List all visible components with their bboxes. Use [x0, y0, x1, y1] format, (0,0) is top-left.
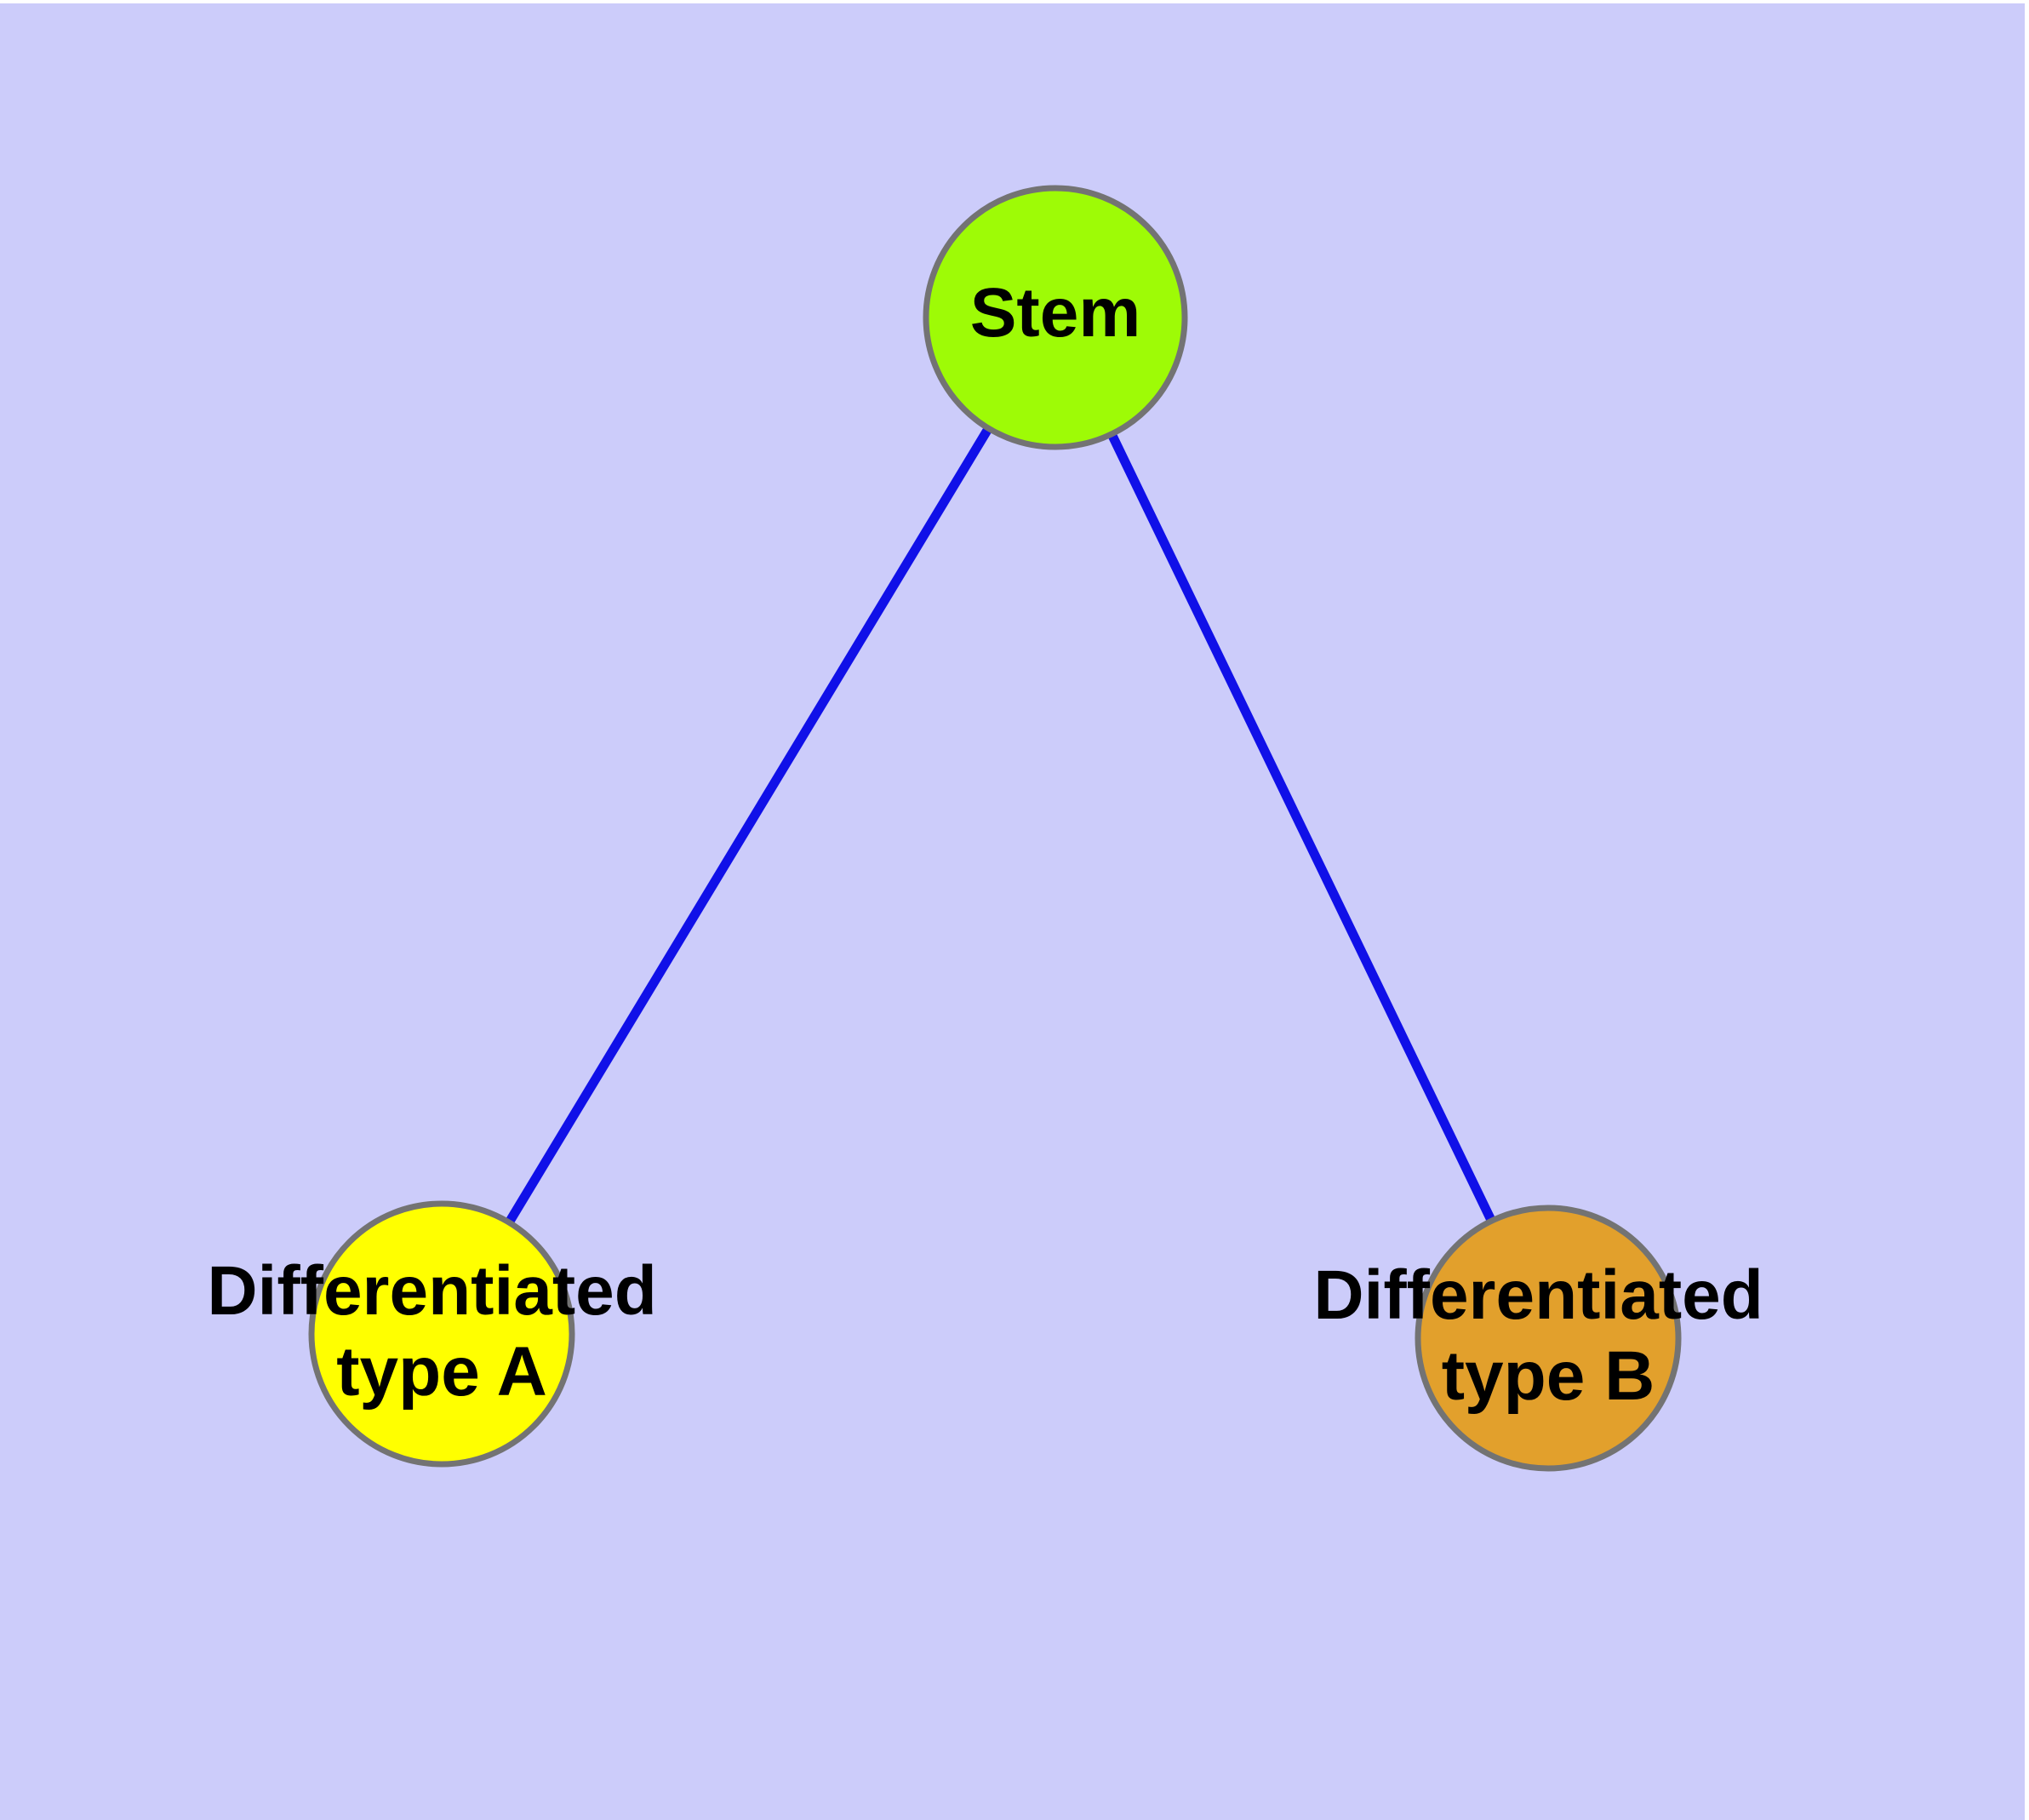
node-label-differentiated-type-a-line-1: Differentiated — [207, 1252, 657, 1330]
node-label-differentiated-type-b-line-1: Differentiated — [1313, 1256, 1763, 1334]
edges-group — [437, 315, 1552, 1341]
node-label-differentiated-type-a-line-2: type A — [336, 1333, 547, 1411]
nodes-group — [308, 185, 1682, 1472]
edge-stem-to-differentiated-type-a[interactable] — [437, 315, 1060, 1336]
node-label-differentiated-type-b-line-2: type B — [1442, 1337, 1655, 1415]
node-stem[interactable] — [923, 185, 1188, 450]
node-circle-stem[interactable] — [923, 185, 1188, 450]
node-differentiated-type-a[interactable] — [308, 1200, 575, 1468]
node-differentiated-type-b[interactable] — [1415, 1205, 1682, 1472]
node-label-stem: Stem — [970, 274, 1141, 352]
node-label-differentiated-type-b: Differentiated type B — [1313, 1256, 1782, 1415]
node-circle-differentiated-type-a[interactable] — [308, 1200, 575, 1468]
edge-stem-to-differentiated-type-b[interactable] — [1051, 315, 1552, 1341]
node-circle-differentiated-type-b[interactable] — [1415, 1205, 1682, 1472]
node-label-stem-line-1: Stem — [970, 274, 1141, 352]
labels-group: Stem Differentiated type A Differentiate… — [207, 274, 1782, 1415]
node-label-differentiated-type-a: Differentiated type A — [207, 1252, 676, 1411]
